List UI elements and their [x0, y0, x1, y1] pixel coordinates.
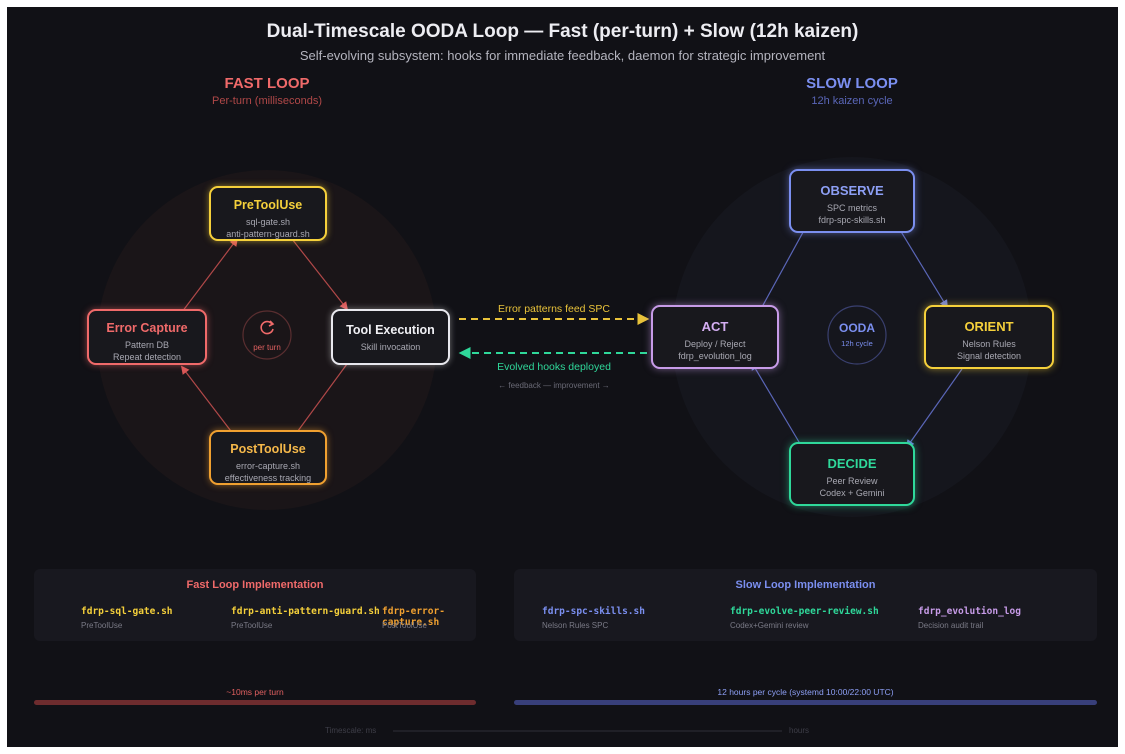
- node-act-detail: Deploy / Reject fdrp_evolution_log: [678, 339, 752, 361]
- node-posttooluse-title: PostToolUse: [230, 442, 306, 456]
- slow-impl-role: Nelson Rules SPC: [542, 621, 609, 630]
- node-act-title: ACT: [701, 319, 729, 334]
- node-posttooluse-detail: error-capture.sh effectiveness tracking: [224, 461, 312, 483]
- node-error-capture-title: Error Capture: [106, 321, 188, 335]
- node-error-capture-detail: Pattern DB Repeat detection: [112, 340, 182, 362]
- slow-impl-role: Decision audit trail: [918, 621, 984, 630]
- fast-impl-file: fdrp-anti-pattern-guard.sh: [231, 606, 380, 617]
- fast-timescale-label: ~10ms per turn: [226, 687, 284, 697]
- page-title: Dual-Timescale OODA Loop — Fast (per-tur…: [266, 21, 859, 42]
- slow-loop-subtitle: 12h kaizen cycle: [811, 95, 893, 107]
- page-subtitle: Self-evolving subsystem: hooks for immed…: [299, 48, 826, 63]
- arrow-error-capture-to-pretooluse: [181, 237, 239, 313]
- bridge-caption: ← feedback — improvement →: [498, 381, 610, 390]
- fast-timescale-bar: [34, 700, 476, 705]
- node-error-capture: Error Capture Pattern DB Repeat detectio…: [87, 309, 207, 365]
- fast-impl-role: PreToolUse: [231, 621, 273, 630]
- slow-impl-title: Slow Loop Implementation: [735, 579, 876, 591]
- node-pretooluse-detail: sql-gate.sh anti-pattern-guard.sh: [226, 217, 310, 239]
- node-observe-detail: SPC metrics fdrp-spc-skills.sh: [818, 203, 886, 225]
- slow-loop-center-ring: [827, 305, 887, 365]
- arrow-act-to-observe: [761, 223, 808, 308]
- node-tool-execution: Tool Execution Skill invocation: [331, 309, 450, 365]
- arrow-posttooluse-to-error-capture: [180, 365, 238, 440]
- arrow-tool-execution-to-posttooluse: [291, 363, 348, 441]
- node-pretooluse: PreToolUse sql-gate.sh anti-pattern-guar…: [209, 186, 327, 241]
- fast-loop-center-ring: [242, 310, 292, 360]
- slow-loop-backdrop: [672, 157, 1032, 517]
- node-observe-title: OBSERVE: [820, 183, 884, 198]
- fast-impl-role: PostToolUse: [382, 621, 427, 630]
- node-orient: ORIENT Nelson Rules Signal detection: [924, 305, 1054, 369]
- node-tool-execution-title: Tool Execution: [346, 323, 435, 337]
- bridge-back-label: Evolved hooks deployed: [497, 361, 611, 373]
- diagram-canvas: Dual-Timescale OODA Loop — Fast (per-tur…: [7, 7, 1118, 747]
- fast-loop-backdrop: [97, 170, 437, 510]
- slow-timescale-bar: [514, 700, 1097, 705]
- arrow-decide-to-act: [751, 361, 803, 448]
- arrow-pretooluse-to-tool-execution: [291, 238, 349, 311]
- slow-impl-file: fdrp-evolve-peer-review.sh: [730, 606, 879, 617]
- slow-impl-file: fdrp_evolution_log: [918, 606, 1021, 617]
- fast-loop-subtitle: Per-turn (milliseconds): [211, 95, 323, 107]
- node-decide-title: DECIDE: [827, 456, 877, 471]
- slow-impl-role: Codex+Gemini review: [730, 621, 809, 630]
- fast-loop-center-label: per turn: [253, 343, 281, 352]
- slow-impl-panel: Slow Loop Implementation fdrp-spc-skills…: [514, 569, 1097, 641]
- timescale-axis-left: Timescale: ms: [325, 726, 377, 735]
- slow-loop-title: SLOW LOOP: [806, 75, 898, 92]
- fast-impl-panel: Fast Loop Implementation fdrp-sql-gate.s…: [34, 569, 476, 641]
- slow-loop-center-title: OODA: [839, 321, 875, 335]
- node-orient-title: ORIENT: [964, 319, 1014, 334]
- fast-loop-title: FAST LOOP: [224, 75, 310, 92]
- fast-impl-file: fdrp-error-capture.sh: [382, 606, 445, 628]
- node-decide: DECIDE Peer Review Codex + Gemini: [789, 442, 915, 506]
- node-tool-execution-detail: Skill invocation: [360, 342, 421, 352]
- connector-layer: [97, 157, 1032, 732]
- arrow-orient-to-decide: [906, 368, 963, 449]
- node-observe: OBSERVE SPC metrics fdrp-spc-skills.sh: [789, 169, 915, 233]
- slow-impl-file: fdrp-spc-skills.sh: [542, 606, 645, 617]
- slow-loop-center-sub: 12h cycle: [841, 339, 873, 348]
- slow-timescale-label: 12 hours per cycle (systemd 10:00/22:00 …: [717, 687, 894, 697]
- timescale-axis-right: hours: [789, 726, 810, 735]
- fast-impl-file: fdrp-sql-gate.sh: [81, 606, 173, 617]
- node-pretooluse-title: PreToolUse: [233, 198, 303, 212]
- arrow-observe-to-orient: [896, 224, 948, 309]
- node-posttooluse: PostToolUse error-capture.sh effectivene…: [209, 430, 327, 485]
- fast-impl-role: PreToolUse: [81, 621, 123, 630]
- node-orient-detail: Nelson Rules Signal detection: [956, 339, 1022, 361]
- node-act: ACT Deploy / Reject fdrp_evolution_log: [651, 305, 779, 369]
- bridge-forward-label: Error patterns feed SPC: [497, 303, 611, 315]
- node-decide-detail: Peer Review Codex + Gemini: [819, 476, 885, 498]
- refresh-icon: [260, 320, 275, 335]
- fast-impl-title: Fast Loop Implementation: [186, 579, 324, 591]
